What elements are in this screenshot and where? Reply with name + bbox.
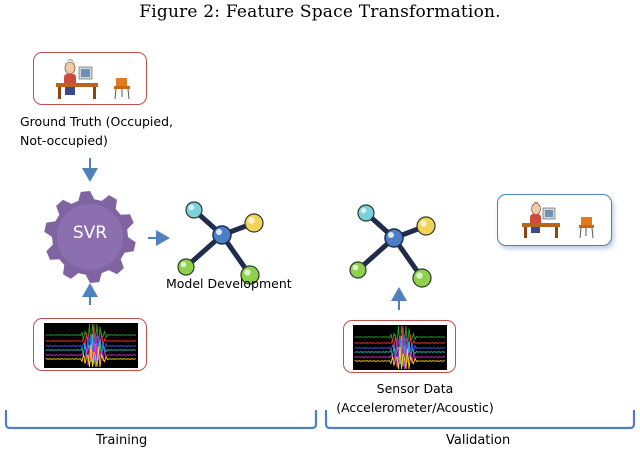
- training-label: Training: [96, 433, 148, 448]
- signal-trace: [354, 334, 446, 363]
- sensor-data-label-line-2: (Accelerometer/Acoustic): [336, 400, 494, 415]
- sensor-data-label: Sensor Data (Accelerometer/Acoustic): [326, 379, 504, 417]
- model-development-label: Model Development: [166, 276, 292, 291]
- network-node-highlight: [420, 220, 427, 227]
- network-node-highlight: [248, 217, 255, 224]
- sensor-data-label-line-1: Sensor Data: [376, 381, 454, 396]
- validation-label: Validation: [446, 433, 511, 448]
- signal-trace: [45, 344, 137, 368]
- network-node-highlight: [416, 272, 423, 279]
- signal-trace: [354, 325, 446, 358]
- ground-truth-label-line-1: Ground Truth (Occupied,: [20, 114, 173, 129]
- signal-trace: [354, 346, 446, 370]
- network-node-highlight: [180, 261, 187, 268]
- network-node-highlight: [188, 204, 195, 211]
- network-hub-highlight: [216, 229, 222, 235]
- svr-label: SVR: [72, 223, 108, 243]
- signal-waveform-icon-validation: [353, 325, 447, 370]
- gear-icon: [44, 191, 136, 283]
- ground-truth-label: Ground Truth (Occupied, Not-occupied): [20, 112, 173, 150]
- gear-hub: [57, 204, 123, 270]
- validation-bracket: [324, 410, 636, 430]
- signal-trace: [45, 332, 137, 361]
- network-node-highlight: [360, 207, 367, 214]
- signal-waveform-icon: [44, 323, 138, 368]
- ground-truth-card: [33, 52, 147, 105]
- ground-truth-label-line-2: Not-occupied): [20, 133, 108, 148]
- figure-title: Figure 2: Feature Space Transformation.: [139, 2, 501, 22]
- person-at-desk-icon-validation: [522, 202, 594, 239]
- network-hub-highlight: [388, 232, 394, 238]
- person-at-desk-icon: [56, 59, 130, 100]
- training-signal-card: [33, 318, 147, 371]
- validation-signal-card: [343, 320, 456, 373]
- molecule-network-icon: [177, 201, 264, 285]
- network-node-highlight: [352, 264, 359, 271]
- molecule-network-icon-validation: [349, 204, 436, 288]
- network-node-highlight: [244, 269, 251, 276]
- training-bracket: [4, 410, 318, 430]
- validation-output-card: [497, 194, 612, 246]
- signal-trace: [45, 323, 137, 356]
